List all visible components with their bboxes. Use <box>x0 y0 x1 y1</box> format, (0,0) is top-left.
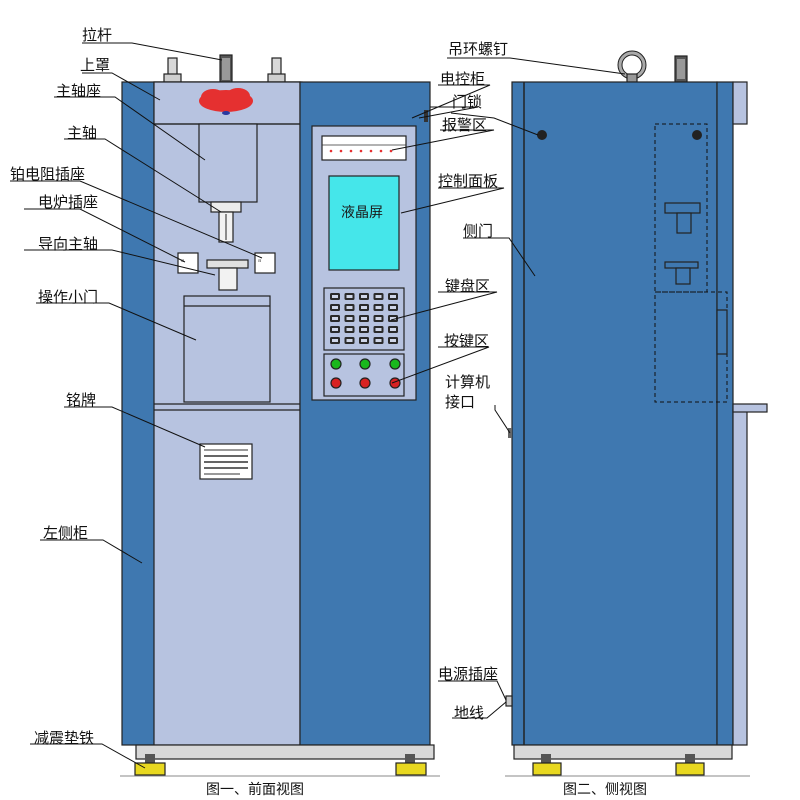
keypad-key-face <box>375 339 382 342</box>
keypad-key-face <box>390 306 396 309</box>
label-side-door: 侧门 <box>463 222 493 240</box>
label-computer-port-1: 计算机 <box>445 373 490 391</box>
label-top-cover: 上罩 <box>80 56 110 74</box>
label-damping-pad: 减震垫铁 <box>34 729 94 747</box>
keypad-key-face <box>346 328 353 331</box>
keypad-key-face <box>375 295 382 298</box>
label-guide-spindle: 导向主轴 <box>38 235 98 253</box>
caption-front-view: 图一、前面视图 <box>206 781 304 798</box>
label-door-lock: 门锁 <box>452 93 482 111</box>
furnace-socket-drawing <box>177 252 199 274</box>
keypad-key-face <box>375 328 382 331</box>
keypad-key-face <box>346 306 353 309</box>
lcd-screen-drawing <box>328 175 400 271</box>
keyboard-area-drawing <box>323 287 405 351</box>
keypad-key-face <box>375 317 382 320</box>
keypad-key-face <box>390 295 396 298</box>
spindle-seat-drawing <box>198 123 258 203</box>
label-control-panel: 控制面板 <box>438 172 498 190</box>
keypad-key-face <box>390 317 396 320</box>
keypad-key-face <box>361 328 367 331</box>
front-base <box>135 744 435 760</box>
alarm-lamp <box>199 88 253 115</box>
lcd-screen-label: 液晶屏 <box>341 205 383 221</box>
label-electric-cabinet: 电控柜 <box>440 70 485 88</box>
label-alarm-area: 报警区 <box>442 116 487 134</box>
label-pull-rod: 拉杆 <box>82 26 112 44</box>
leader-lines <box>10 42 626 769</box>
keypad-key-face <box>332 339 338 342</box>
caption-side-view: 图二、侧视图 <box>563 782 647 798</box>
keypad-key-face <box>390 339 396 342</box>
label-spindle: 主轴 <box>67 124 97 142</box>
keypad-key-face <box>390 328 396 331</box>
keypad-key-face <box>332 328 338 331</box>
keypad-key-face <box>361 339 367 342</box>
label-lifting-eye-bolt: 吊环螺钉 <box>448 40 508 58</box>
lifting-eye-bolt-drawing <box>617 50 688 83</box>
keypad-key-face <box>375 306 382 309</box>
label-keyboard-area: 键盘区 <box>445 277 490 295</box>
label-power-socket: 电源插座 <box>438 665 498 683</box>
keypad-key-face <box>361 317 367 320</box>
label-pt-resistor-socket: 铂电阻插座 <box>10 165 85 183</box>
keypad-key-face <box>332 295 338 298</box>
side-damping-pads <box>532 754 705 776</box>
keypad-key-face <box>361 306 367 309</box>
pull-rod-drawing <box>163 54 286 85</box>
svg-text:⊟: ⊟ <box>258 258 261 263</box>
front-damping-pads <box>134 754 427 776</box>
nameplate-drawing <box>199 443 253 480</box>
label-small-door: 操作小门 <box>38 288 98 306</box>
keypad-key-face <box>332 317 338 320</box>
alarm-zone-drawing <box>321 135 407 161</box>
pt-resistor-socket-drawing <box>254 252 276 274</box>
side-base <box>513 744 733 760</box>
keypad-key-face <box>361 295 367 298</box>
label-spindle-seat: 主轴座 <box>56 82 101 100</box>
door-lock-drawing <box>537 130 547 140</box>
label-nameplate: 铭牌 <box>66 391 96 409</box>
side-view <box>505 50 768 777</box>
label-computer-port-2: 接口 <box>445 393 475 411</box>
keypad-key-face <box>346 339 353 342</box>
front-view: ⊟ ⊟ <box>120 54 440 777</box>
label-ground-wire: 地线 <box>454 704 484 722</box>
keypad-key-face <box>332 306 338 309</box>
label-furnace-socket: 电炉插座 <box>38 193 98 211</box>
button-area-drawing <box>323 353 405 397</box>
keypad-key-face <box>346 317 353 320</box>
small-door-drawing <box>183 295 271 403</box>
label-left-cabinet: 左侧柜 <box>43 524 88 542</box>
labels: 拉杆 上罩 主轴座 主轴 铂电阻插座 电炉插座 导向主轴 操作小门 铭牌 左侧柜… <box>10 26 647 798</box>
keypad-key-face <box>346 295 353 298</box>
label-button-area: 按键区 <box>444 332 489 350</box>
side-cabinet-body <box>511 81 718 746</box>
